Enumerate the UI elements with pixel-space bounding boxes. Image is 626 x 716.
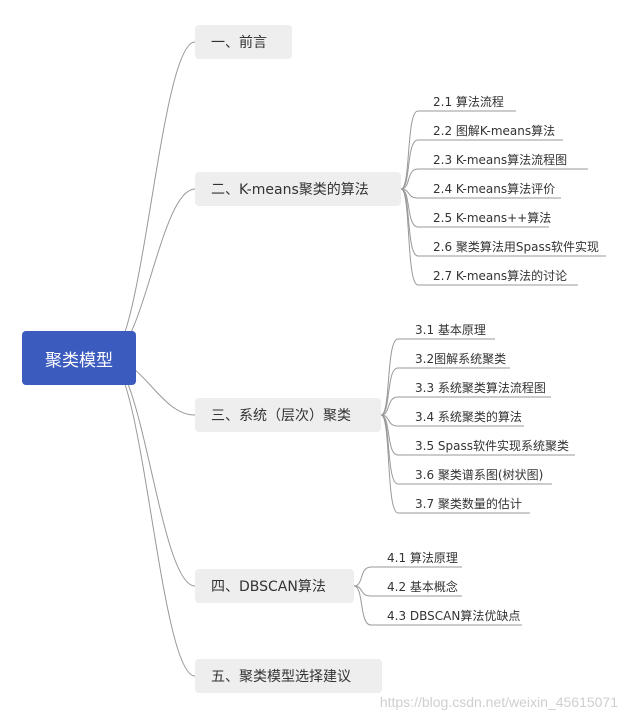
watermark: https://blog.csdn.net/weixin_45615071 <box>379 694 618 710</box>
branch-node-dbscan[interactable]: 四、DBSCAN算法 <box>195 569 354 603</box>
leaf-node[interactable]: 2.4 K-means算法评价 <box>433 182 556 196</box>
connector-branch-leaf <box>400 110 516 190</box>
branch-node-suggestions[interactable]: 五、聚类模型选择建议 <box>195 659 382 693</box>
connector-root-branch <box>107 357 196 677</box>
leaf-node[interactable]: 4.3 DBSCAN算法优缺点 <box>387 609 521 623</box>
connector-root-branch <box>107 41 196 359</box>
connector-branch-leaf <box>400 139 563 190</box>
connector-branch-leaf <box>400 188 578 286</box>
leaf-node[interactable]: 2.7 K-means算法的讨论 <box>433 269 568 283</box>
leaf-node[interactable]: 3.4 系统聚类的算法 <box>415 410 522 424</box>
branch-label: 一、前言 <box>211 35 267 51</box>
branch-label: 三、系统（层次）聚类 <box>211 408 351 424</box>
leaf-node[interactable]: 3.3 系统聚类算法流程图 <box>415 381 546 395</box>
leaf-node[interactable]: 3.6 聚类谱系图(树状图) <box>415 468 544 482</box>
connector-branch-leaf <box>380 414 524 427</box>
branch-node-kmeans[interactable]: 二、K-means聚类的算法 <box>195 172 401 206</box>
connector-branch-leaf <box>353 566 462 587</box>
branch-label: 五、聚类模型选择建议 <box>211 669 351 685</box>
connector-branch-leaf <box>380 396 551 416</box>
root-node-label: 聚类模型 <box>45 350 113 371</box>
leaf-node[interactable]: 3.5 Spass软件实现系统聚类 <box>415 439 569 453</box>
connector-branch-leaf <box>380 367 510 416</box>
connector-branch-leaf <box>400 168 588 190</box>
leaf-node[interactable]: 2.6 聚类算法用Spass软件实现 <box>433 240 599 254</box>
connector-branch-leaf <box>353 585 522 626</box>
leaf-node[interactable]: 2.2 图解K-means算法 <box>433 124 556 138</box>
branch-node-hierarchical[interactable]: 三、系统（层次）聚类 <box>195 398 381 432</box>
connector-branch-leaf <box>353 585 462 597</box>
leaf-node[interactable]: 4.2 基本概念 <box>387 580 458 594</box>
leaf-node[interactable]: 3.1 基本原理 <box>415 323 486 337</box>
connector-branch-leaf <box>380 338 495 416</box>
leaf-node[interactable]: 3.7 聚类数量的估计 <box>415 497 522 511</box>
connector-branch-leaf <box>400 188 561 199</box>
leaf-node[interactable]: 4.1 算法原理 <box>387 551 458 565</box>
branch-node-intro[interactable]: 一、前言 <box>195 25 292 59</box>
branch-label: 四、DBSCAN算法 <box>211 579 326 595</box>
root-node[interactable]: 聚类模型 <box>22 331 136 385</box>
leaf-node[interactable]: 2.3 K-means算法流程图 <box>433 153 568 167</box>
leaf-node[interactable]: 3.2图解系统聚类 <box>415 352 507 366</box>
branch-label: 二、K-means聚类的算法 <box>211 182 369 198</box>
connector-root-branch <box>107 357 196 587</box>
leaf-node[interactable]: 2.1 算法流程 <box>433 95 504 109</box>
leaf-node[interactable]: 2.5 K-means++算法 <box>433 211 552 225</box>
connector-branch-leaf <box>380 414 530 514</box>
